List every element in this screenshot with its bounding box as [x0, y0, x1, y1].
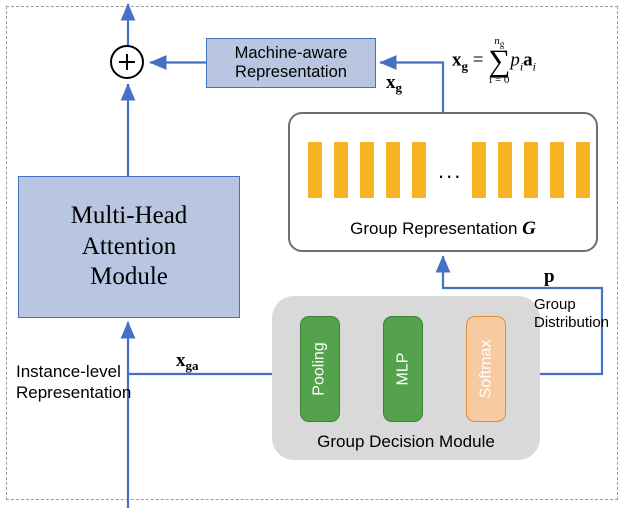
addition-node: [110, 45, 144, 79]
x-g-formula: xg = ng ∑ i = 0 piai: [452, 36, 536, 86]
group-bar: [360, 142, 374, 198]
machine-aware-representation-box: Machine-aware Representation: [206, 38, 376, 88]
formula-lhs-subscript: g: [461, 58, 469, 74]
group-decision-module-label: Group Decision Module: [317, 432, 495, 451]
group-bar: [576, 142, 590, 198]
formula-term-subscript: i: [519, 59, 524, 74]
formula-sigma-bottom: i = 0: [489, 74, 510, 87]
p-label: p: [544, 266, 555, 288]
x-ga-symbol: x: [176, 350, 186, 371]
group-decision-module: Pooling MLP Softmax Group Decision Modul…: [272, 296, 540, 460]
outer-dashed-frame: [6, 6, 618, 500]
x-ga-label: xga: [176, 350, 199, 374]
mha-line1: Multi-Head: [70, 202, 188, 230]
group-bar: [308, 142, 322, 198]
group-bar: [412, 142, 426, 198]
machine-aware-line1: Machine-aware: [234, 43, 348, 62]
group-distribution-line1: Group: [534, 296, 576, 313]
group-distribution-label: Group Distribution: [534, 296, 620, 332]
group-bar: [472, 142, 486, 198]
mha-line3: Module: [90, 263, 168, 291]
formula-sigma-top-subscript: g: [499, 39, 505, 50]
group-distribution-line2: Distribution: [534, 314, 610, 331]
formula-sigma-top: ng: [488, 36, 510, 49]
formula-equals: =: [472, 49, 484, 71]
x-ga-subscript: ga: [185, 358, 199, 374]
formula-vector-subscript: i: [532, 59, 537, 74]
stage-softmax-label: Softmax: [477, 339, 494, 399]
instance-level-representation-label: Instance-level Representation: [16, 362, 206, 403]
formula-lhs: x: [452, 49, 462, 71]
x-g-symbol: x: [386, 72, 396, 93]
x-g-label: xg: [386, 72, 402, 96]
group-representation-label: Group Representation G: [290, 218, 596, 240]
group-representation-box: ... Group Representation G: [288, 112, 598, 252]
x-g-subscript: g: [395, 80, 403, 96]
formula-sigma-top-symbol: n: [494, 35, 500, 47]
instance-level-line1: Instance-level: [16, 362, 121, 381]
bars-ellipsis: ...: [438, 158, 463, 183]
group-bar: [524, 142, 538, 198]
group-representation-symbol: G: [522, 218, 536, 239]
stage-mlp: MLP: [383, 316, 423, 422]
formula-term: p: [510, 49, 520, 71]
multi-head-attention-module: Multi-Head Attention Module: [18, 176, 240, 318]
mha-line2: Attention: [81, 232, 177, 260]
machine-aware-line2: Representation: [235, 63, 347, 81]
group-representation-label-text: Group Representation: [350, 219, 523, 238]
instance-level-line2: Representation: [16, 382, 132, 402]
group-bar: [334, 142, 348, 198]
formula-sigma-group: ng ∑ i = 0: [488, 36, 510, 86]
stage-pooling-label: Pooling: [311, 342, 328, 396]
stage-pooling: Pooling: [300, 316, 340, 422]
group-bar: [550, 142, 564, 198]
stage-mlp-label: MLP: [394, 352, 411, 386]
group-bar: [498, 142, 512, 198]
plus-vertical-bar: [126, 54, 128, 70]
stage-softmax: Softmax: [466, 316, 506, 422]
p-symbol: p: [544, 266, 555, 287]
formula-vector: a: [523, 49, 533, 71]
formula-sigma: ∑: [488, 43, 511, 79]
group-bar: [386, 142, 400, 198]
